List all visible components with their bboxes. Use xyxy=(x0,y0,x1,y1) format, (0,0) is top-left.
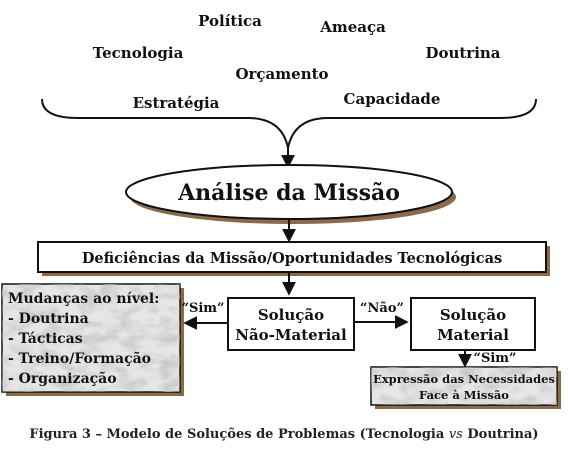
needs-box-texture xyxy=(371,367,557,405)
nonmaterial-line1: Solução xyxy=(258,306,324,324)
yes-right-label: “Sim” xyxy=(473,351,516,366)
nonmaterial-line2: Não-Material xyxy=(235,326,347,344)
material-line1: Solução xyxy=(440,306,506,324)
factor-estrategia: Estratégia xyxy=(133,94,220,112)
left-panel-item-organizacao: - Organização xyxy=(8,370,117,387)
left-panel-item-tacticas: - Tácticas xyxy=(8,331,83,347)
factor-ameaca: Ameaça xyxy=(319,18,386,36)
yes-left-label: “Sim” xyxy=(181,301,224,316)
needs-line2: Face à Missão xyxy=(419,388,509,402)
factor-politica: Política xyxy=(198,12,262,30)
caption-suffix: Doutrina) xyxy=(463,427,539,442)
figure-caption: Figura 3 – Modelo de Soluções de Problem… xyxy=(29,427,538,442)
deficiencies-label: Deficiências da Missão/Oportunidades Tec… xyxy=(82,250,502,267)
needs-line1: Expressão das Necessidades xyxy=(373,372,555,386)
deficiencies-box xyxy=(37,241,547,273)
left-panel-texture xyxy=(2,284,180,392)
left-panel-item-treino: - Treino/Formação xyxy=(8,350,151,367)
analysis-label: Análise da Missão xyxy=(177,180,400,206)
factor-doutrina: Doutrina xyxy=(425,44,500,62)
caption-prefix: Figura 3 – Modelo de Soluções de Problem… xyxy=(29,427,448,442)
material-box xyxy=(410,297,536,351)
curly-brace xyxy=(41,98,537,149)
factor-orcamento: Orçamento xyxy=(235,65,328,83)
factor-capacidade: Capacidade xyxy=(344,90,441,108)
caption-vs: vs xyxy=(449,427,463,442)
factor-tecnologia: Tecnologia xyxy=(93,44,184,62)
left-panel-item-doutrina: - Doutrina xyxy=(8,311,89,327)
left-panel-title: Mudanças ao nível: xyxy=(8,291,159,307)
no-label: “Não” xyxy=(360,301,404,316)
material-line2: Material xyxy=(437,326,509,344)
